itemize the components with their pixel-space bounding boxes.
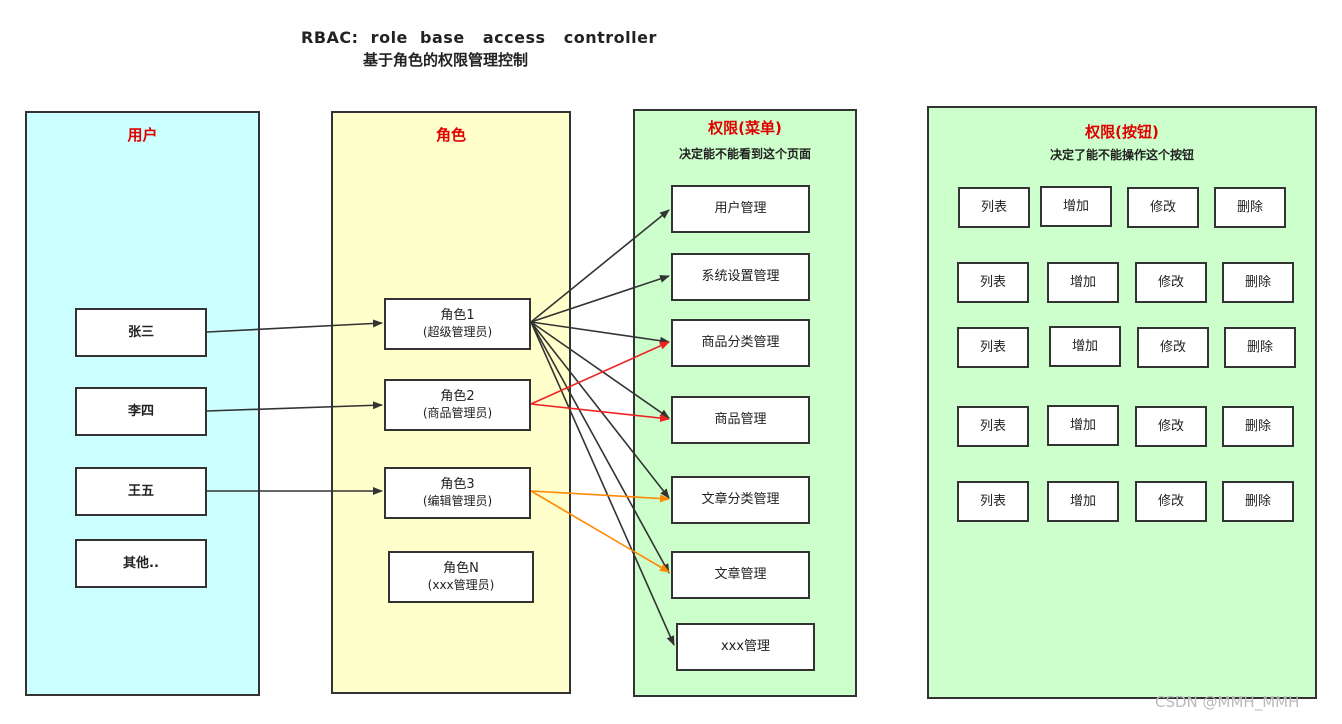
menu-label: 商品分类管理 [701,335,780,350]
button-label: 删除 [1244,274,1271,290]
role-name: 角色3 [440,477,475,492]
permission-button-add: 增加 [1049,326,1121,367]
permission-button-edit: 修改 [1127,187,1199,228]
menu-label: 文章分类管理 [701,492,780,507]
role-desc: (商品管理员) [422,406,493,420]
user-node: 其他.. [75,539,207,588]
role-desc: (超级管理员) [422,325,493,339]
menu-node: 文章分类管理 [671,476,810,524]
role-name: 角色1 [440,308,475,323]
menu-node: 文章管理 [671,551,810,599]
permission-button-add: 增加 [1047,405,1119,446]
diagram-title: RBAC: role base access controller [301,28,657,47]
button-label: 删除 [1244,418,1271,434]
button-label: 修改 [1157,493,1184,509]
button-label: 修改 [1157,418,1184,434]
permission-button-add: 增加 [1047,262,1119,303]
button-label: 增加 [1062,198,1089,214]
user-node: 张三 [75,308,207,357]
role-node: 角色3 (编辑管理员) [384,467,531,519]
user-label: 其他.. [123,555,159,571]
role-desc: (xxx管理员) [427,578,495,592]
button-label: 列表 [979,339,1006,355]
permission-button-list: 列表 [957,406,1029,447]
menu-node: 系统设置管理 [671,253,810,301]
button-permissions-title: 权限(按钮) [1085,123,1159,141]
role-node: 角色1 (超级管理员) [384,298,531,350]
role-name: 角色2 [440,389,475,404]
button-label: 列表 [979,274,1006,290]
users-column-title: 用户 [127,126,158,144]
permission-button-add: 增加 [1040,186,1112,227]
menu-label: 文章管理 [714,567,767,582]
role-node: 角色N (xxx管理员) [388,551,534,603]
button-label: 修改 [1159,339,1186,355]
role-node: 角色2 (商品管理员) [384,379,531,431]
button-label: 修改 [1157,274,1184,290]
user-label: 王五 [127,483,154,499]
permission-button-delete: 删除 [1214,187,1286,228]
button-label: 增加 [1071,338,1098,354]
diagram-subtitle: 基于角色的权限管理控制 [363,51,529,69]
role-desc: (编辑管理员) [422,494,493,508]
menu-node: 商品管理 [671,396,810,444]
menu-node: xxx管理 [676,623,815,671]
menu-node: 用户管理 [671,185,810,233]
menu-permissions-title: 权限(菜单) [708,119,782,137]
button-label: 修改 [1149,199,1176,215]
permission-button-delete: 删除 [1222,406,1294,447]
roles-column-title: 角色 [435,126,466,144]
button-label: 列表 [980,199,1007,215]
watermark: CSDN @MMH_MMH [1155,693,1300,711]
button-label: 列表 [979,493,1006,509]
role-name: 角色N [443,561,479,576]
user-node: 李四 [75,387,207,436]
permission-button-add: 增加 [1047,481,1119,522]
permission-button-delete: 删除 [1224,327,1296,368]
menu-label: 商品管理 [714,412,767,427]
permission-button-list: 列表 [957,481,1029,522]
menu-permissions-subtitle: 决定能不能看到这个页面 [678,147,811,161]
menu-node: 商品分类管理 [671,319,810,367]
permission-button-edit: 修改 [1135,262,1207,303]
button-label: 增加 [1069,493,1096,509]
button-label: 增加 [1069,417,1096,433]
menu-label: xxx管理 [720,639,771,654]
permission-button-delete: 删除 [1222,262,1294,303]
menu-label: 用户管理 [714,201,767,216]
button-permissions-subtitle: 决定了能不能操作这个按钮 [1049,148,1194,162]
button-label: 列表 [979,418,1006,434]
user-node: 王五 [75,467,207,516]
permission-button-edit: 修改 [1135,406,1207,447]
permission-button-list: 列表 [957,262,1029,303]
button-label: 删除 [1236,199,1263,215]
permission-button-edit: 修改 [1137,327,1209,368]
button-label: 删除 [1246,339,1273,355]
user-label: 李四 [127,403,154,419]
menu-label: 系统设置管理 [701,269,780,284]
permission-button-edit: 修改 [1135,481,1207,522]
permission-button-delete: 删除 [1222,481,1294,522]
permission-button-list: 列表 [958,187,1030,228]
permission-button-list: 列表 [957,327,1029,368]
user-label: 张三 [127,324,154,340]
button-label: 增加 [1069,274,1096,290]
button-label: 删除 [1244,493,1271,509]
